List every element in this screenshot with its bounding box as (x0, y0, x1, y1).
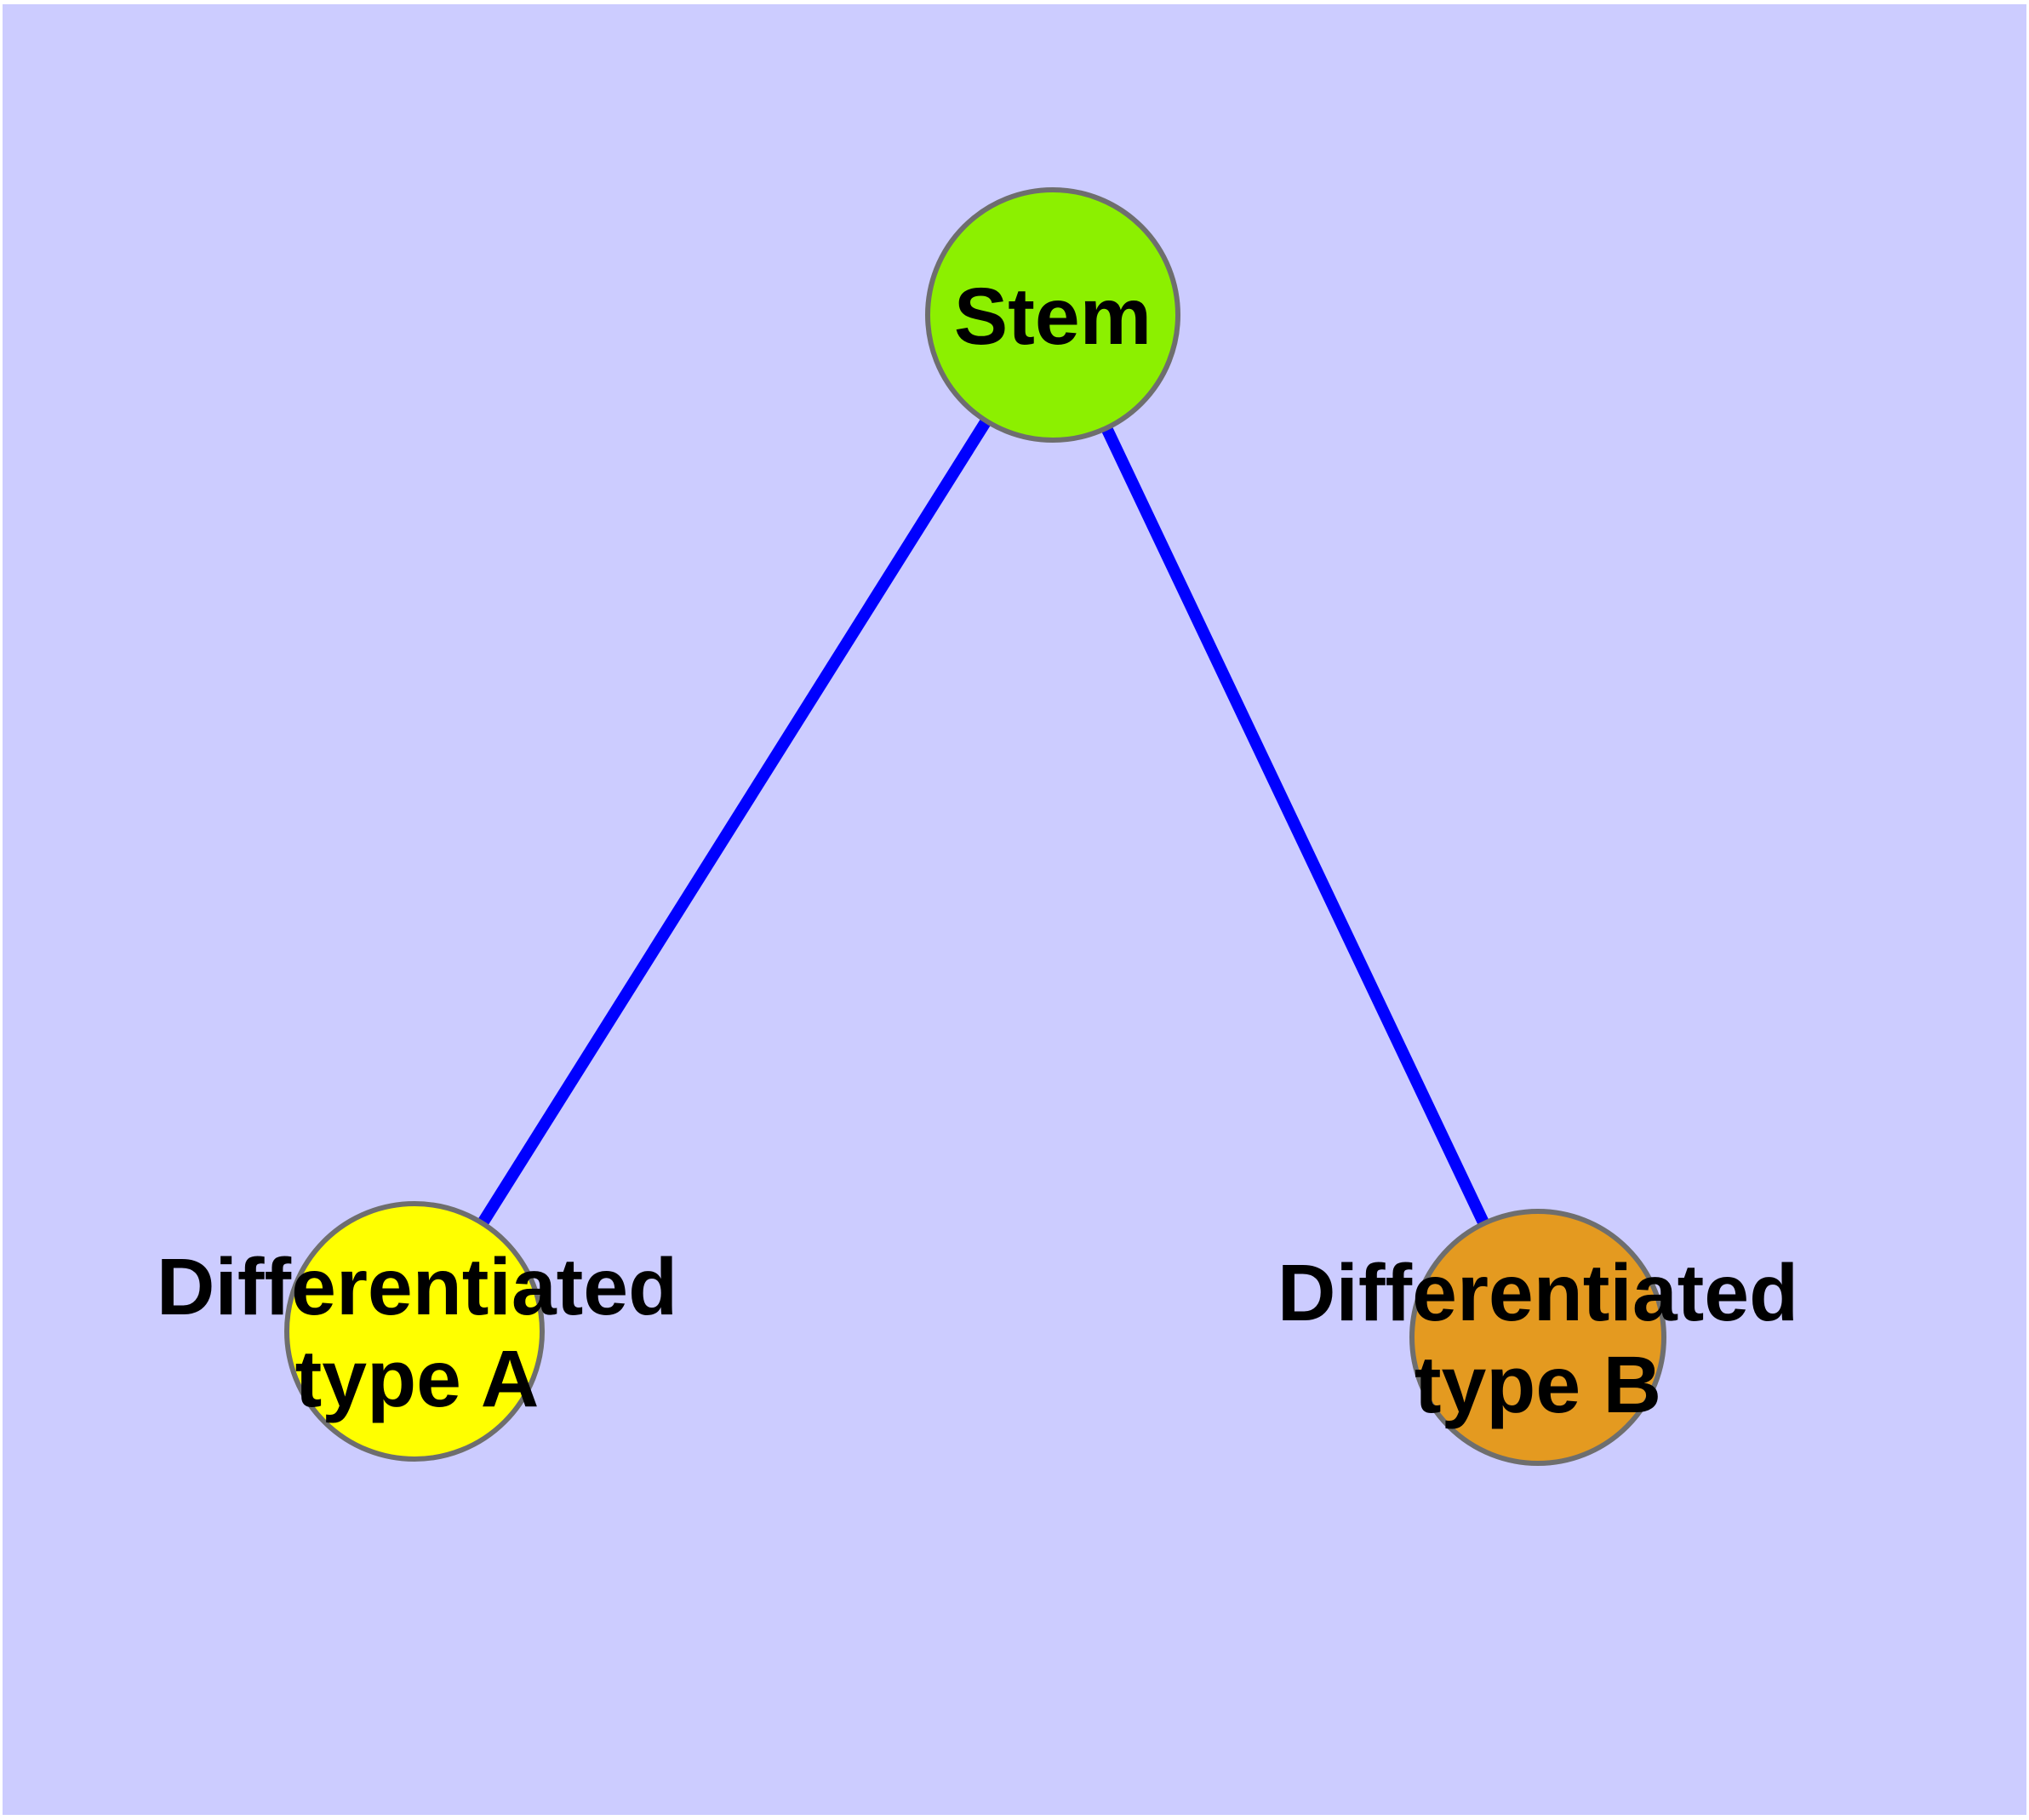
node-type-a-label-line2: type A (295, 1334, 540, 1424)
node-type-b-label-line1: Differentiated (1277, 1248, 1798, 1338)
node-stem-label: Stem (954, 272, 1152, 362)
node-type-b-label-line2: type B (1415, 1340, 1661, 1430)
node-type-a-label-line1: Differentiated (157, 1242, 677, 1332)
node-differentiated-type-b (1409, 1209, 1666, 1466)
node-differentiated-type-a (284, 1201, 545, 1462)
node-stem (925, 187, 1180, 443)
edge-stem-to-type-b (1047, 312, 1544, 1341)
edge-stem-to-type-a (409, 312, 1058, 1335)
